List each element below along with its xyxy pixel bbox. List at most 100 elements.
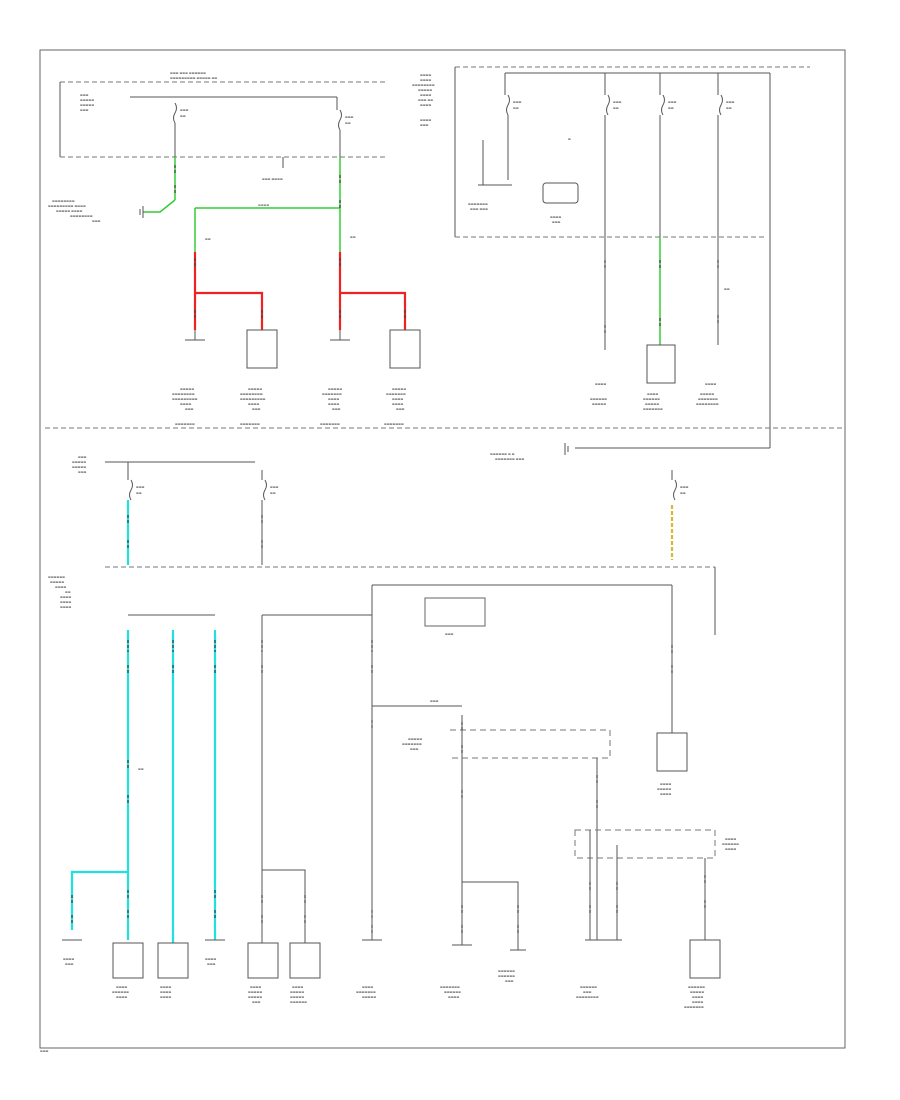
relay-icon: [542, 182, 579, 204]
svg-text:▬▬▬▬▬: ▬▬▬▬▬: [700, 392, 714, 396]
svg-text:▬▬▬▬: ▬▬▬▬: [595, 382, 607, 386]
svg-text:▬▬▬▬: ▬▬▬▬: [725, 837, 737, 841]
svg-text:▬▬▬▬▬: ▬▬▬▬▬: [328, 387, 342, 391]
load-component: ▬▬▬▬ ▬▬▬▬▬▬ ▬▬▬▬: [112, 942, 144, 999]
svg-text:▬▬▬▬▬▬: ▬▬▬▬▬▬: [643, 397, 660, 401]
svg-text:▬▬▬: ▬▬▬: [396, 407, 405, 411]
svg-text:▬▬▬▬▬▬▬: ▬▬▬▬▬▬▬: [320, 422, 340, 426]
svg-text:▬▬▬▬▬: ▬▬▬▬▬: [72, 460, 86, 464]
fuse-icon: ▬▬▬ ▬▬: [604, 73, 622, 237]
svg-text:▬▬▬▬▬▬▬: ▬▬▬▬▬▬▬: [240, 422, 260, 426]
svg-text:▬▬▬▬▬▬: ▬▬▬▬▬▬: [290, 1000, 307, 1004]
under-hood-fuse-box: ▬▬▬▬ ▬▬▬▬ ▬▬▬▬▬▬▬▬ ▬▬▬▬▬ ▬▬▬▬ ▬▬▬ ▬▬ ▬▬▬…: [412, 66, 810, 238]
svg-text:▬▬▬▬▬▬: ▬▬▬▬▬▬: [688, 985, 705, 989]
svg-text:▬▬▬▬: ▬▬▬▬: [205, 957, 217, 961]
svg-text:▬▬: ▬▬: [613, 106, 619, 110]
svg-text:▬▬: ▬▬: [726, 106, 732, 110]
svg-text:▬▬▬▬▬: ▬▬▬▬▬: [290, 995, 304, 999]
svg-text:▬▬▬: ▬▬▬: [552, 220, 561, 224]
svg-text:▬▬▬▬▬▬: ▬▬▬▬▬▬: [498, 969, 515, 973]
svg-text:▬▬▬▬▬▬▬▬▬: ▬▬▬▬▬▬▬▬▬: [172, 397, 198, 401]
svg-text:▬▬▬: ▬▬▬: [668, 100, 677, 104]
svg-text:▬▬▬▬▬▬: ▬▬▬▬▬▬: [444, 990, 461, 994]
svg-text:▬▬▬▬: ▬▬▬▬: [660, 782, 672, 786]
fuse-icon: ▬▬▬ ▬▬: [504, 73, 522, 180]
svg-text:▬▬▬ ▬▬▬: ▬▬▬ ▬▬▬: [470, 207, 488, 211]
module-icon: [424, 597, 486, 627]
load-component: ▬▬▬▬▬▬ ▬▬▬ ▬▬▬▬▬▬▬▬: [576, 939, 622, 999]
load-component: ▬▬▬▬ ▬▬▬▬▬▬▬ ▬▬▬▬▬: [356, 939, 382, 999]
svg-text:▬▬▬▬: ▬▬▬▬: [63, 957, 75, 961]
load-component: ▬▬▬▬ ▬▬▬▬▬▬ ▬▬▬▬▬ ▬▬▬▬▬▬▬: [643, 344, 676, 411]
svg-text:▬▬: ▬▬: [668, 106, 674, 110]
fuse-icon: ▬▬▬ ▬▬: [173, 102, 189, 157]
fuse-icon: ▬▬▬ ▬▬: [671, 470, 689, 501]
ground-icon: [139, 206, 144, 218]
svg-text:▬▬: ▬▬: [350, 235, 356, 239]
svg-text:▬▬▬▬: ▬▬▬▬: [692, 995, 704, 999]
svg-text:▬▬▬▬▬: ▬▬▬▬▬: [690, 990, 704, 994]
svg-text:▬▬▬▬▬▬▬▬: ▬▬▬▬▬▬▬▬: [696, 402, 719, 406]
svg-text:▬▬▬▬▬▬▬: ▬▬▬▬▬▬▬: [356, 990, 376, 994]
svg-text:▬▬▬▬: ▬▬▬▬: [392, 397, 404, 401]
svg-text:▬▬▬▬▬: ▬▬▬▬▬: [657, 787, 671, 791]
svg-text:▬▬▬▬: ▬▬▬▬: [362, 985, 374, 989]
fuse-icon: ▬▬▬ ▬▬: [127, 462, 145, 501]
svg-text:▬▬▬: ▬▬▬: [180, 108, 189, 112]
svg-text:▬▬▬▬: ▬▬▬▬: [420, 118, 432, 122]
svg-text:▬▬▬▬▬▬▬: ▬▬▬▬▬▬▬: [322, 392, 342, 396]
svg-text:▬▬▬: ▬▬▬: [410, 747, 419, 751]
junction-block: ▬▬▬▬▬▬ ▬▬▬▬▬ ▬▬▬▬ ▬▬ ▬▬▬▬ ▬▬▬▬ ▬▬▬▬: [48, 566, 716, 635]
load-component: ▬▬▬▬▬ ▬▬▬▬▬▬▬ ▬▬▬▬ ▬▬▬▬ ▬▬▬ ▬▬▬▬▬▬▬: [384, 329, 421, 426]
svg-text:▬▬▬▬: ▬▬▬▬: [420, 103, 432, 107]
svg-text:▬▬▬▬: ▬▬▬▬: [55, 585, 67, 589]
fuse-icon: ▬▬▬ ▬▬: [336, 97, 354, 157]
svg-text:▬▬▬: ▬▬▬: [78, 455, 87, 459]
svg-text:▬▬▬▬▬: ▬▬▬▬▬: [248, 387, 262, 391]
load-component: ▬▬▬▬ ▬▬▬▬▬ ▬▬▬▬▬▬▬ ▬▬▬▬▬▬▬▬: [696, 382, 719, 406]
load-component: ▬▬▬▬▬▬▬ ▬▬▬▬▬▬ ▬▬▬▬: [440, 944, 472, 999]
svg-text:▬▬▬▬▬▬▬▬▬ ▬▬▬▬▬ ▬▬: ▬▬▬▬▬▬▬▬▬ ▬▬▬▬▬ ▬▬: [170, 76, 217, 80]
svg-text:▬▬▬▬: ▬▬▬▬: [250, 985, 262, 989]
switch-block: ▬▬▬▬▬ ▬▬▬▬▬▬▬ ▬▬▬: [402, 729, 611, 759]
svg-text:▬▬: ▬▬: [345, 121, 351, 125]
svg-text:▬▬▬▬▬: ▬▬▬▬▬: [50, 580, 64, 584]
svg-text:▬▬▬▬: ▬▬▬▬: [328, 397, 340, 401]
svg-text:▬▬▬▬▬▬: ▬▬▬▬▬▬: [498, 974, 515, 978]
svg-text:▬▬▬▬▬▬▬: ▬▬▬▬▬▬▬: [440, 985, 460, 989]
svg-text:▬▬▬▬▬▬ ▬ ▬: ▬▬▬▬▬▬ ▬ ▬: [490, 452, 515, 456]
svg-text:▬▬▬: ▬▬▬: [65, 962, 74, 966]
connector-icon: [589, 882, 618, 915]
svg-text:▬▬▬▬▬▬: ▬▬▬▬▬▬: [590, 397, 607, 401]
load-component: ▬▬▬▬▬ ▬▬▬▬▬▬▬▬ ▬▬▬▬▬▬▬▬▬ ▬▬▬▬ ▬▬▬ ▬▬▬▬▬▬…: [240, 329, 278, 426]
svg-text:▬▬▬▬▬▬: ▬▬▬▬▬▬: [112, 990, 129, 994]
svg-text:▬▬▬: ▬▬▬: [252, 407, 261, 411]
svg-text:▬▬▬▬: ▬▬▬▬: [725, 847, 737, 851]
svg-text:▬▬▬▬▬▬▬▬: ▬▬▬▬▬▬▬▬: [52, 199, 75, 203]
svg-text:▬▬▬▬▬: ▬▬▬▬▬: [248, 990, 262, 994]
svg-text:▬▬▬▬▬▬▬: ▬▬▬▬▬▬▬: [386, 392, 406, 396]
load-component: ▬▬▬▬ ▬▬▬▬▬ ▬▬▬▬: [656, 732, 688, 796]
svg-text:▬▬▬▬▬: ▬▬▬▬▬: [408, 737, 422, 741]
svg-text:▬▬▬: ▬▬▬: [207, 962, 216, 966]
svg-text:▬▬▬▬: ▬▬▬▬: [160, 990, 172, 994]
svg-text:▬▬▬: ▬▬▬: [345, 115, 354, 119]
load-component: ▬▬▬▬ ▬▬▬▬▬ ▬▬▬▬▬ ▬▬▬: [247, 942, 279, 1004]
svg-text:▬▬▬: ▬▬▬: [80, 93, 89, 97]
svg-text:▬▬▬▬: ▬▬▬▬: [660, 792, 672, 796]
svg-text:▬▬▬▬▬▬▬▬: ▬▬▬▬▬▬▬▬: [70, 214, 93, 218]
load-component: ▬▬▬▬ ▬▬▬▬▬ ▬▬▬▬▬ ▬▬▬▬▬▬: [289, 942, 321, 1004]
switch-block: ▬▬▬▬ ▬▬▬▬▬▬ ▬▬▬▬: [574, 829, 739, 859]
svg-text:▬▬▬▬: ▬▬▬▬: [180, 402, 192, 406]
svg-text:▬▬▬: ▬▬▬: [613, 100, 622, 104]
svg-text:▬▬▬▬: ▬▬▬▬: [248, 402, 260, 406]
svg-text:▬▬▬: ▬▬▬: [430, 699, 439, 703]
load-component: ▬▬▬▬ ▬▬▬▬▬▬ ▬▬▬▬▬: [590, 382, 607, 406]
svg-text:▬▬▬▬▬: ▬▬▬▬▬: [72, 465, 86, 469]
fuse-icon: ▬▬▬ ▬▬: [659, 73, 677, 237]
fuse-icon: ▬▬▬ ▬▬: [717, 73, 735, 237]
svg-text:▬▬▬▬▬: ▬▬▬▬▬: [248, 995, 262, 999]
svg-text:▬▬▬▬: ▬▬▬▬: [60, 595, 72, 599]
svg-text:▬▬▬: ▬▬▬: [332, 407, 341, 411]
load-component: ▬▬▬▬▬ ▬▬▬▬▬▬▬▬ ▬▬▬▬▬▬▬▬▬ ▬▬▬▬ ▬▬▬ ▬▬▬▬▬▬…: [172, 330, 205, 426]
